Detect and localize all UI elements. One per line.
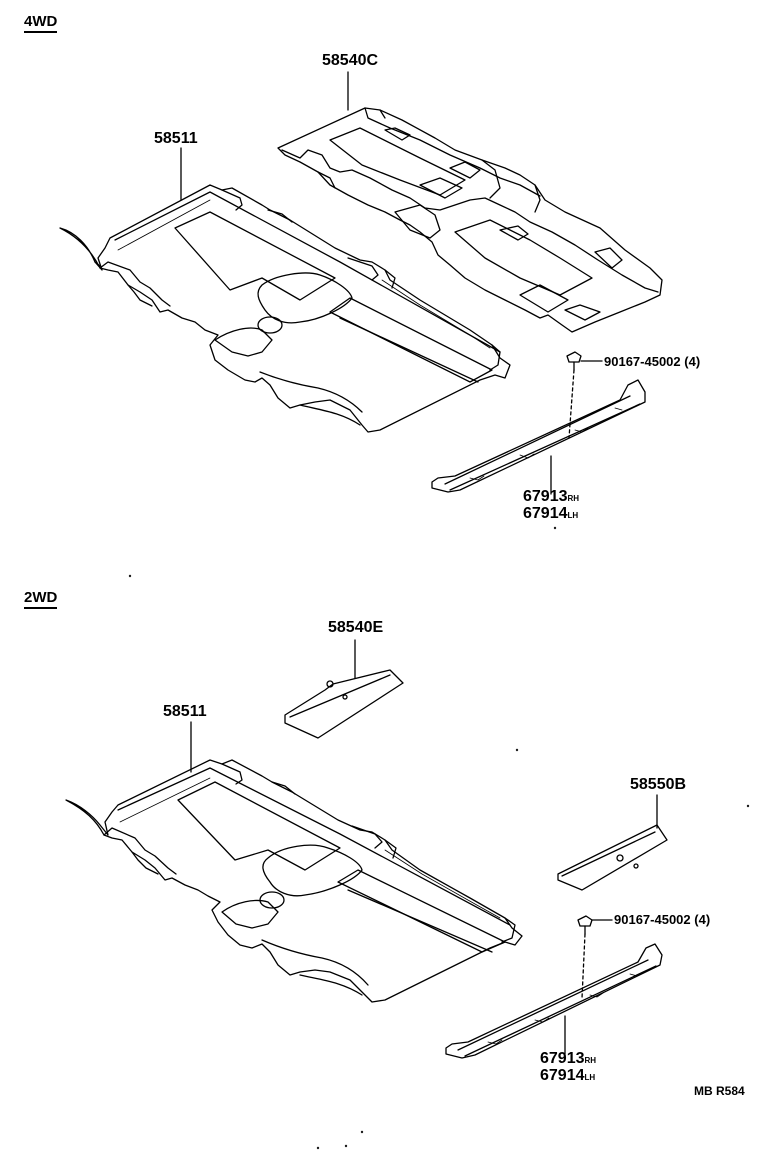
section-title-2wd: 2WD xyxy=(24,590,58,609)
floor-carpet-4wd xyxy=(59,184,511,433)
scuff-plate-label-rh-2wd: 67913RH xyxy=(540,1050,596,1070)
part-label-58550b: 58550B xyxy=(630,776,687,793)
scuff-plate-label-lh-4wd: 67914LH xyxy=(523,505,578,525)
bolt-4wd-icon xyxy=(566,351,603,439)
scuff-plate-lh-side-4wd: LH xyxy=(567,511,579,520)
section-title-4wd: 4WD xyxy=(24,14,58,33)
scuff-plate-lh-number-2wd: 67914 xyxy=(540,1067,585,1084)
bolt-label-2wd: 90167-45002 (4) xyxy=(614,912,710,927)
scuff-plate-2wd xyxy=(445,943,663,1059)
part-label-58511-2wd: 58511 xyxy=(163,703,207,720)
scuff-plate-4wd xyxy=(431,379,646,495)
scuff-plate-rh-number-2wd: 67913 xyxy=(540,1050,585,1067)
scuff-plate-rh-side-4wd: RH xyxy=(567,494,580,503)
bolt-number-2wd: 90167-45002 xyxy=(614,912,691,927)
bolt-number-4wd: 90167-45002 xyxy=(604,354,681,369)
bolt-2wd-icon xyxy=(577,915,613,999)
diagram-code: MB R584 xyxy=(694,1084,745,1098)
scuff-plate-rh-number-4wd: 67913 xyxy=(523,488,568,505)
scuff-plate-lh-side-2wd: LH xyxy=(584,1073,596,1082)
mat-upper-2wd xyxy=(284,639,404,739)
mat-lower-2wd xyxy=(557,794,668,891)
part-label-58540c: 58540C xyxy=(322,52,379,69)
scuff-plate-lh-number-4wd: 67914 xyxy=(523,505,568,522)
part-label-58511-4wd: 58511 xyxy=(154,130,198,147)
bolt-qty-4wd: (4) xyxy=(684,354,701,369)
scuff-plate-label-rh-4wd: 67913RH xyxy=(523,488,579,508)
scuff-plate-rh-side-2wd: RH xyxy=(584,1056,597,1065)
bolt-label-4wd: 90167-45002 (4) xyxy=(604,354,700,369)
part-label-58540e: 58540E xyxy=(328,619,384,636)
bolt-qty-2wd: (4) xyxy=(694,912,711,927)
floor-carpet-2wd xyxy=(65,721,523,1003)
rear-carpet-4wd xyxy=(277,107,663,333)
scuff-plate-label-lh-2wd: 67914LH xyxy=(540,1067,595,1087)
